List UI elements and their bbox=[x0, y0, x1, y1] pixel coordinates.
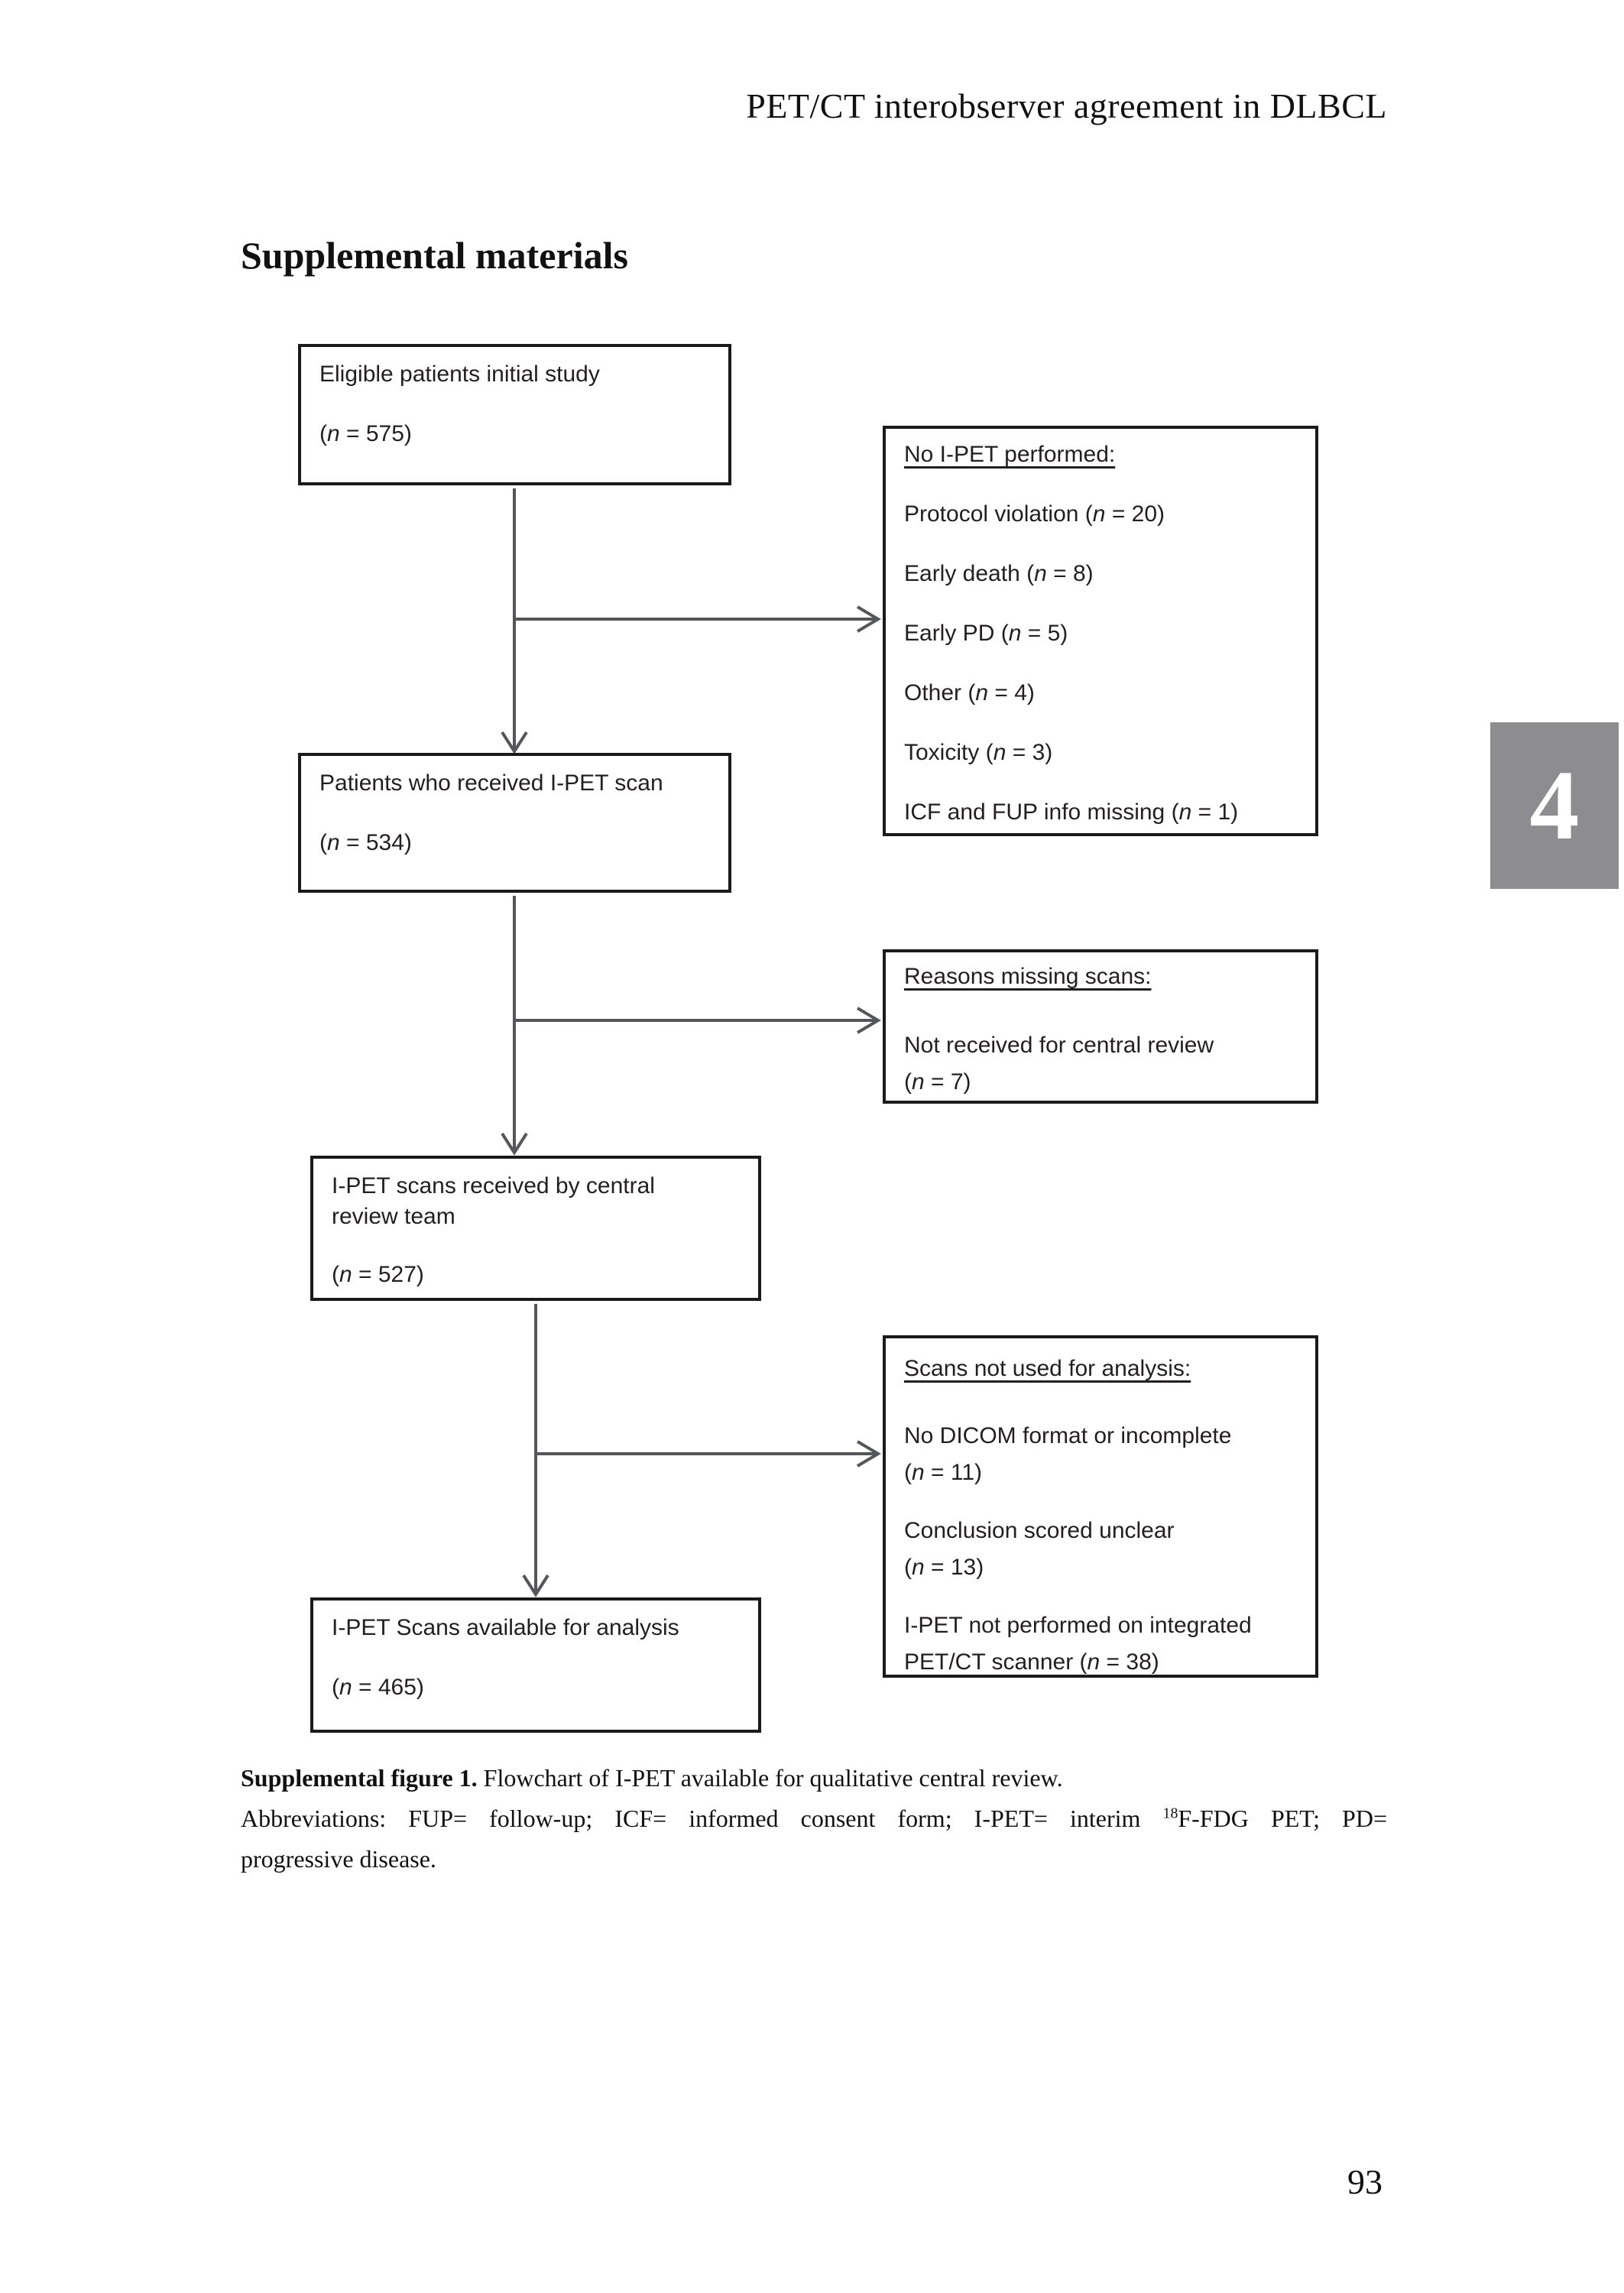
figure-caption: Supplemental figure 1. Flowchart of I-PE… bbox=[241, 1758, 1387, 1879]
flow-box-count: (n = 527) bbox=[332, 1262, 424, 1287]
abbreviations-line-2: progressive disease. bbox=[241, 1845, 436, 1873]
flow-box-count: (n = 575) bbox=[319, 421, 412, 446]
side-box-item: Not received for central review(n = 7) bbox=[904, 1033, 1214, 1095]
flow-box-label: I-PET scans received by central review t… bbox=[332, 1173, 655, 1229]
flow-box-received-ipet: Patients who received I-PET scan (n = 53… bbox=[298, 753, 731, 893]
arrow-to-scans-not-used-box bbox=[536, 1440, 881, 1468]
flow-box-eligible-patients: Eligible patients initial study (n = 575… bbox=[298, 344, 731, 485]
side-box-item: Early PD (n = 5) bbox=[904, 621, 1068, 646]
flow-box-label: Eligible patients initial study bbox=[319, 362, 600, 387]
side-box-item: Protocol violation (n = 20) bbox=[904, 501, 1165, 527]
side-box-title: Reasons missing scans: bbox=[904, 964, 1152, 989]
chapter-number-tab: 4 bbox=[1490, 722, 1619, 889]
side-box-item: Conclusion scored unclear(n = 13) bbox=[904, 1518, 1175, 1580]
flow-box-count: (n = 465) bbox=[332, 1675, 424, 1700]
side-box-title: Scans not used for analysis: bbox=[904, 1356, 1191, 1381]
arrow-box2-to-box3 bbox=[501, 896, 528, 1156]
flow-box-available-analysis: I-PET Scans available for analysis (n = … bbox=[310, 1597, 761, 1733]
side-box-item: No DICOM format or incomplete(n = 11) bbox=[904, 1423, 1232, 1485]
flow-box-central-review: I-PET scans received by central review t… bbox=[310, 1156, 761, 1301]
abbreviations-line-1: Abbreviations: FUP= follow-up; ICF= info… bbox=[241, 1805, 1388, 1832]
flow-side-box-no-ipet-performed: No I-PET performed: Protocol violation (… bbox=[883, 426, 1318, 836]
section-title: Supplemental materials bbox=[241, 234, 628, 277]
side-box-item: Toxicity (n = 3) bbox=[904, 740, 1053, 765]
flow-box-label: I-PET Scans available for analysis bbox=[332, 1615, 679, 1640]
arrow-to-missing-scans-box bbox=[514, 1007, 881, 1034]
arrow-box1-to-box2 bbox=[501, 488, 528, 754]
arrow-box3-to-box4 bbox=[522, 1304, 549, 1597]
caption-line: Supplemental figure 1. Flowchart of I-PE… bbox=[241, 1758, 1387, 1798]
figure-caption-text: Flowchart of I-PET available for qualita… bbox=[477, 1764, 1063, 1792]
page-number: 93 bbox=[1347, 2162, 1383, 2201]
side-box-item: Early death (n = 8) bbox=[904, 561, 1094, 586]
running-header: PET/CT interobserver agreement in DLBCL bbox=[746, 86, 1387, 125]
side-box-item: Other (n = 4) bbox=[904, 680, 1035, 705]
side-box-title: No I-PET performed: bbox=[904, 442, 1116, 467]
arrow-to-no-ipet-box bbox=[514, 605, 881, 633]
flow-box-label: Patients who received I-PET scan bbox=[319, 770, 663, 796]
flow-side-box-scans-not-used: Scans not used for analysis: No DICOM fo… bbox=[883, 1335, 1318, 1678]
figure-label: Supplemental figure 1. bbox=[241, 1764, 478, 1792]
flow-box-count: (n = 534) bbox=[319, 830, 412, 855]
side-box-item: ICF and FUP info missing (n = 1) bbox=[904, 799, 1239, 825]
flow-side-box-reasons-missing-scans: Reasons missing scans: Not received for … bbox=[883, 949, 1318, 1104]
